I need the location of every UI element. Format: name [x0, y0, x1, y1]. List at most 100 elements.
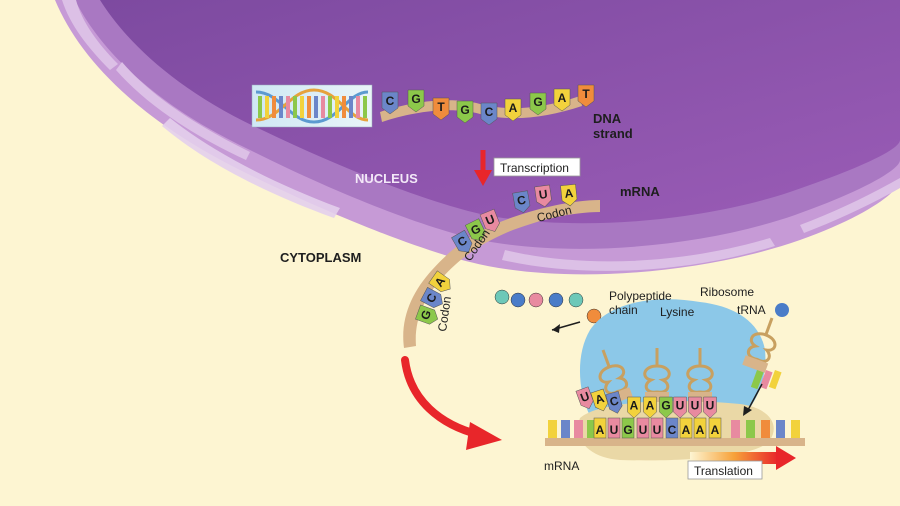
dna-base-letter: G: [411, 92, 420, 106]
ribosome-mrna-letter: U: [653, 423, 662, 437]
ribosome-mrna-base: A: [708, 417, 722, 439]
amino-acid-bead: [510, 292, 526, 308]
mrna-codon-3-base: A: [428, 270, 451, 293]
helix-rung: [265, 96, 269, 118]
incoming-trna: [742, 317, 777, 373]
helix-rung: [293, 96, 297, 118]
cytoplasm-label: CYTOPLASM: [280, 250, 361, 265]
exiting-anticodon-base-letter: C: [608, 393, 620, 409]
dna-base-letter: T: [437, 100, 445, 114]
envelope-segment: [800, 178, 900, 233]
helix-rung: [321, 96, 325, 118]
trna-label: tRNA: [737, 303, 766, 317]
bound-anticodon-base: A: [627, 396, 641, 419]
ribosome-mrna-base: U: [650, 417, 664, 439]
mrna-codon-2-base: U: [479, 208, 500, 232]
mrna-codon-2-base: G: [464, 218, 486, 242]
envelope-segment: [162, 118, 340, 218]
dna-base: G: [529, 92, 547, 116]
mrna-codon-3-base: C: [420, 287, 443, 308]
exiting-anticodon-base: U: [575, 386, 594, 410]
dna-base-letter: C: [485, 105, 494, 119]
helix-rung: [272, 96, 276, 118]
dna-base: G: [407, 89, 425, 113]
mrna-filler-base: [776, 420, 785, 438]
mrna-codon-1-base-letter: C: [516, 193, 527, 208]
bound-anticodon-base-letter: A: [630, 399, 639, 413]
incoming-amino-acid: [775, 303, 789, 317]
dna-base-letter: G: [533, 95, 542, 109]
mrna-filler-base: [791, 420, 800, 438]
bound-trna-1: [643, 348, 671, 402]
helix-rung: [307, 96, 311, 118]
polypeptide-label: Polypeptide: [609, 289, 672, 303]
bound-anticodon-base: U: [703, 396, 717, 419]
ribosome-mrna-base: A: [593, 417, 607, 439]
mrna-backbone: [403, 200, 600, 348]
ribosome-mrna-base: G: [621, 417, 635, 439]
amino-acid-bead: [586, 308, 602, 324]
ribosome-mrna-base: U: [607, 417, 621, 439]
mrna-top-label: mRNA: [620, 184, 660, 199]
dna-base: T: [577, 84, 595, 108]
mrna-codon-1-base: U: [534, 184, 552, 208]
ribosome-mrna-base: A: [693, 417, 707, 439]
dna-base: A: [553, 88, 571, 112]
dna-base: G: [456, 100, 474, 124]
mrna-codon-1-base: C: [512, 190, 531, 213]
lysine-label: Lysine: [660, 305, 695, 319]
helix-rung: [342, 96, 346, 118]
dna-base-letter: T: [582, 87, 590, 101]
bound-anticodon-base: U: [688, 396, 702, 419]
translation-label-box: [687, 460, 763, 480]
nucleus-label: NUCLEUS: [355, 171, 418, 186]
amino-acid-bead: [494, 289, 510, 305]
helix-rung: [279, 96, 283, 118]
dna-base: C: [480, 102, 498, 126]
incoming-trna-base: [750, 369, 764, 390]
mrna-filler-base: [548, 420, 557, 438]
helix-rung: [286, 96, 290, 118]
mrna-filler-base: [731, 420, 740, 438]
bound-anticodon-base: A: [643, 396, 657, 419]
translation-label: Translation: [694, 464, 753, 478]
dna-double-helix: [251, 84, 373, 128]
mrna-codon-3-base: G: [415, 304, 439, 325]
helix-rung: [328, 96, 332, 118]
dna-base: C: [381, 91, 399, 115]
incoming-trna-base: [768, 370, 782, 390]
ribosome-mrna-base: C: [665, 417, 679, 439]
trna-entry-arrow: [747, 383, 763, 411]
helix-rung: [363, 96, 367, 118]
codon-label-3: Codon: [435, 295, 454, 332]
polypeptide-label-2: chain: [609, 303, 638, 317]
envelope-segment: [116, 62, 250, 160]
bound-anticodon-base: U: [673, 396, 687, 419]
helix-rung: [314, 96, 318, 118]
nucleus: [55, 0, 900, 275]
bound-anticodon-base-letter: U: [706, 399, 715, 413]
transcription-label: Transcription: [500, 161, 569, 175]
dna-base-letter: A: [509, 101, 518, 115]
transcription-arrow: [474, 150, 492, 186]
mrna-export-arrow: [401, 356, 502, 450]
mrna-codon-3-base-letter: G: [418, 308, 434, 322]
mrna-filler-base: [761, 420, 770, 438]
ribosome-mrna-letter: U: [610, 423, 619, 437]
ribosome-mrna-letter: C: [668, 423, 677, 437]
bound-anticodon-base-letter: U: [676, 399, 685, 413]
envelope-segment: [62, 0, 118, 70]
ribosome-mrna-letter: A: [596, 423, 605, 437]
ribosome-label: Ribosome: [700, 285, 754, 299]
ribosome-mrna-letter: A: [711, 423, 720, 437]
envelope-segment: [502, 238, 775, 271]
mrna-filler-base: [574, 420, 583, 438]
ribosome-mrna-letter: U: [639, 423, 648, 437]
mrna-codon-1-base-letter: U: [538, 187, 549, 202]
bound-anticodon-base-letter: U: [691, 399, 700, 413]
dna-base-letter: C: [386, 94, 395, 108]
